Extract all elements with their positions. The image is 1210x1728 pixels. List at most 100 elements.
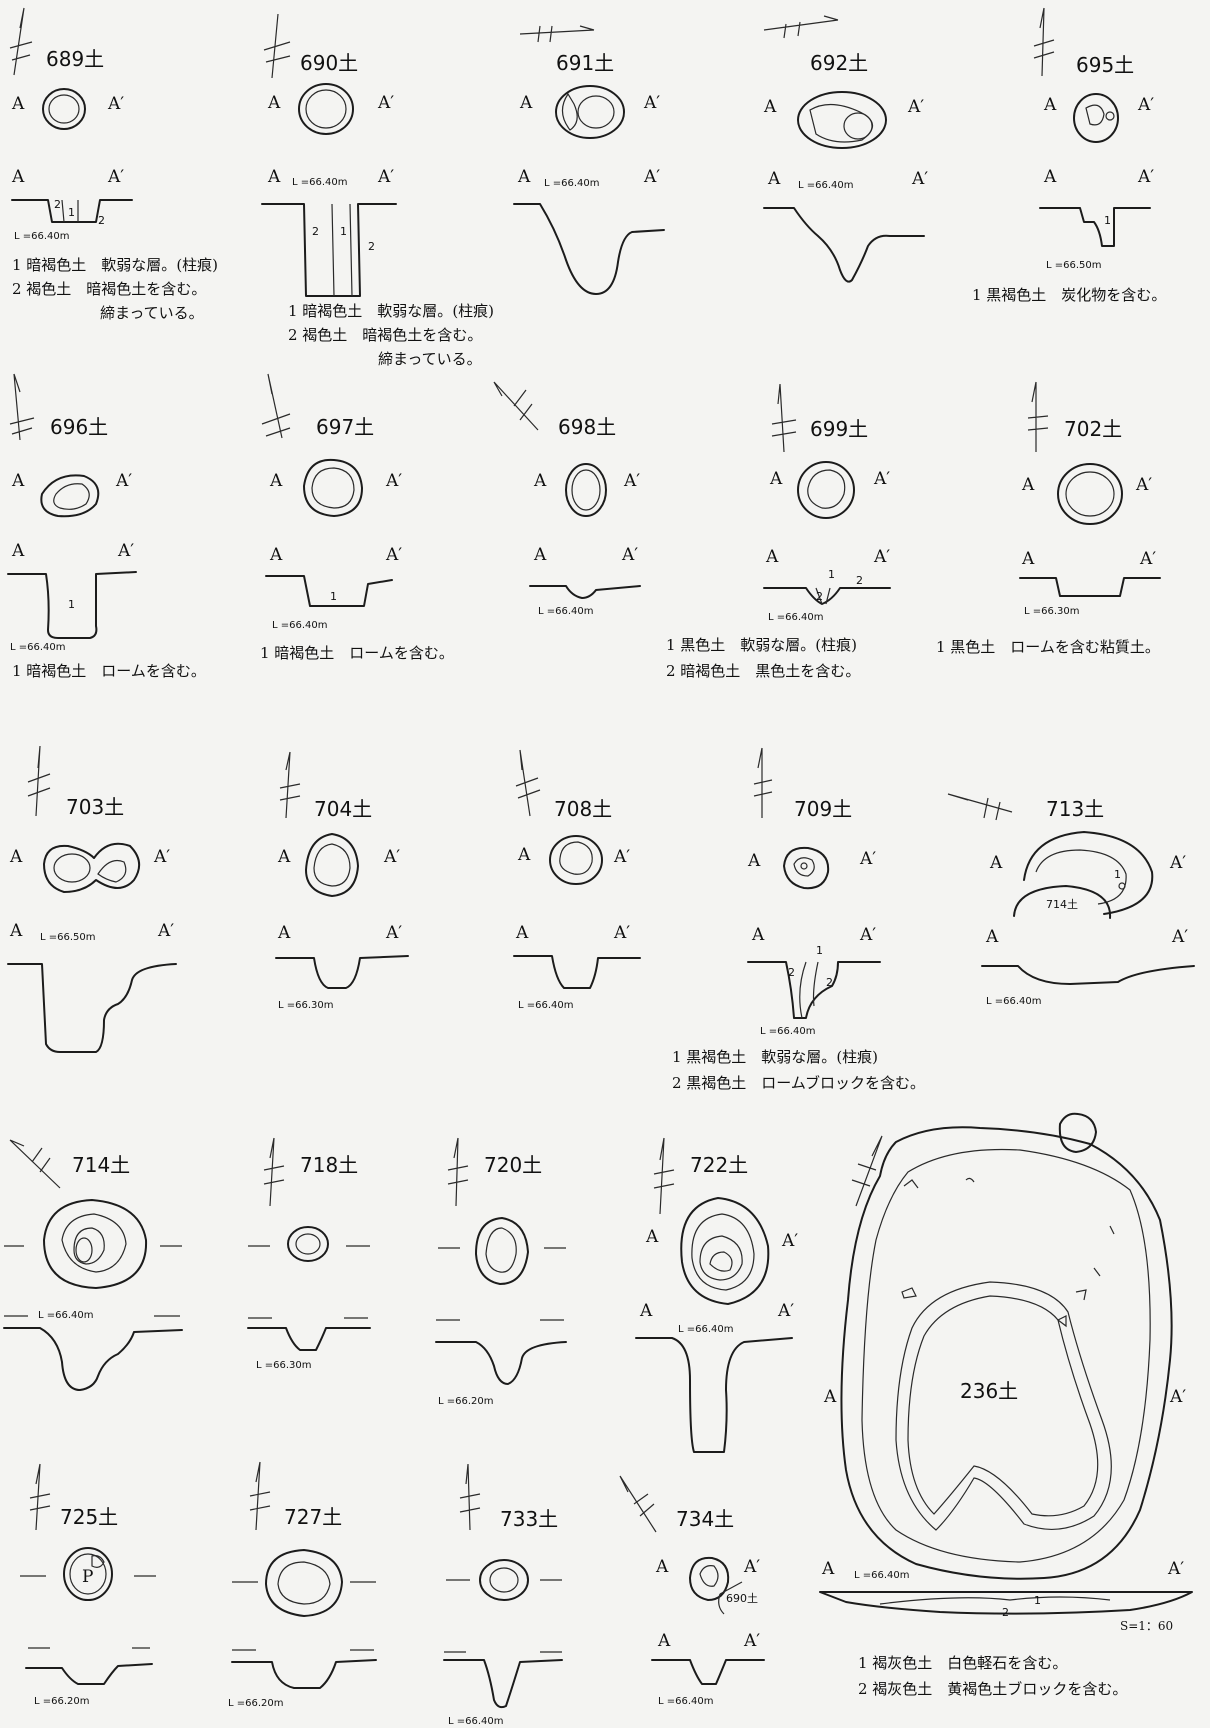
north-arrow xyxy=(263,13,291,79)
pit-title: 702土 xyxy=(1064,417,1122,441)
pit-outline xyxy=(303,458,363,517)
section-profile xyxy=(981,965,1195,985)
section-label-a: A xyxy=(9,921,23,941)
layer-label: 1 xyxy=(828,568,835,581)
level-label: L =66.40m xyxy=(448,1716,504,1727)
north-arrow xyxy=(9,373,35,441)
level-label: L =66.20m xyxy=(228,1698,284,1709)
section-label-a-prime: A′ xyxy=(1137,167,1154,187)
label-a: A xyxy=(989,853,1003,873)
pit-outline xyxy=(797,461,855,519)
pit-floor xyxy=(1065,471,1115,517)
level-label: L =66.30m xyxy=(256,1360,312,1371)
layer-label: 1 xyxy=(68,206,75,219)
section-profile xyxy=(513,203,665,295)
level-label: L =66.40m xyxy=(798,180,854,191)
pit-floor xyxy=(699,1565,719,1587)
north-arrow xyxy=(619,1475,657,1533)
pit-708: 708土 A A′ A A′ L =66.40m xyxy=(513,749,641,1011)
layer-note: 1 黒色土 軟弱な層。(柱痕) xyxy=(666,636,857,654)
layer-note: 1 暗褐色土 軟弱な層。(柱痕) xyxy=(12,256,218,274)
label-a-prime: A′ xyxy=(859,849,876,869)
pit-outline xyxy=(689,1556,730,1601)
pit-outline xyxy=(43,842,141,893)
pit-title: 696土 xyxy=(50,415,108,439)
pit-floor xyxy=(895,1281,1112,1531)
section-label-a: A xyxy=(277,923,291,943)
pit-outline xyxy=(42,88,86,130)
pit-713: 713土 A A′ 714土 1 A A′ L =66.40m xyxy=(947,793,1195,1007)
section-profile xyxy=(261,203,397,297)
section-profile xyxy=(3,1327,183,1391)
pit-691: 691土 A A′ A L =66.40m A′ xyxy=(513,25,665,295)
section-profile xyxy=(513,955,641,989)
label-a: A xyxy=(519,93,533,113)
level-label: L =66.40m xyxy=(272,620,328,631)
level-label: L =66.40m xyxy=(538,606,594,617)
label-a-prime: A′ xyxy=(383,847,400,867)
pit-floor xyxy=(277,1561,331,1605)
layer-note: 2 褐灰色土 黄褐色土ブロックを含む。 xyxy=(858,1680,1127,1698)
layer-note: 締まっている。 xyxy=(100,304,204,322)
label-a: A xyxy=(645,1227,659,1247)
pit-title: 713土 xyxy=(1046,797,1104,821)
layer-label: 1 xyxy=(1114,868,1121,881)
pit-title: 727土 xyxy=(284,1505,342,1529)
pit-690: 690土 A A′ A L =66.40m A′ 1 2 2 1 暗褐色土 軟弱… xyxy=(261,13,494,368)
label-a: A xyxy=(1021,475,1035,495)
pit-title: 733土 xyxy=(500,1507,558,1531)
pit-692: 692土 A A′ A L =66.40m A′ xyxy=(763,15,928,283)
layer-label: 2 xyxy=(856,574,863,587)
north-arrow xyxy=(653,1137,675,1215)
north-arrow xyxy=(29,1463,51,1531)
pit-733: 733土 L =66.40m xyxy=(443,1463,563,1727)
pit-floor xyxy=(709,1251,733,1272)
label-a-prime: A′ xyxy=(377,93,394,113)
section-label-a: A xyxy=(1021,549,1035,569)
pit-title: 690土 xyxy=(300,51,358,75)
section-profile xyxy=(529,585,641,599)
pit-title: 722土 xyxy=(690,1153,748,1177)
layer-label: 1 xyxy=(68,598,75,611)
layer-label: 2 xyxy=(312,225,319,238)
pit-714: 714土 L =66.40m xyxy=(3,1139,183,1391)
north-arrow xyxy=(9,7,33,76)
section-label-a-prime: A′ xyxy=(743,1631,760,1651)
label-a: A xyxy=(1043,95,1057,115)
pit-outline xyxy=(1073,93,1119,143)
level-label: L =66.40m xyxy=(38,1310,94,1321)
section-label-a-prime: A′ xyxy=(1139,549,1156,569)
pit-floor xyxy=(577,95,615,129)
section-profile xyxy=(11,199,133,223)
level-label: L =66.40m xyxy=(10,642,66,653)
section-label-a-prime: A′ xyxy=(385,545,402,565)
layer-label: 2 xyxy=(826,976,833,989)
section-profile xyxy=(651,1659,765,1685)
label-a: A xyxy=(9,847,23,867)
level-label: L =66.40m xyxy=(292,177,348,188)
label-a-prime: A′ xyxy=(385,471,402,491)
layer-note: 2 暗褐色土 黒色土を含む。 xyxy=(666,662,860,680)
section-profile xyxy=(763,207,925,283)
pit-floor xyxy=(311,467,355,509)
pit-696: 696土 A A′ A A′ 1 L =66.40m 1 暗褐色土 ロームを含む… xyxy=(7,373,206,680)
layer-note: 1 黒褐色土 軟弱な層。(柱痕) xyxy=(672,1048,878,1066)
label-a-prime: A′ xyxy=(743,1557,760,1577)
pit-outline xyxy=(298,83,354,135)
level-label: L =66.40m xyxy=(678,1324,734,1335)
pit-floor xyxy=(313,843,351,887)
label-a: A xyxy=(269,471,283,491)
north-arrow xyxy=(947,793,1013,821)
pit-outline xyxy=(549,835,603,885)
layer-note: 1 黒色土 ロームを含む粘質土。 xyxy=(936,638,1160,656)
pit-outline xyxy=(565,463,607,517)
pit-title: 691土 xyxy=(556,51,614,75)
section-label-a: A xyxy=(11,167,25,187)
section-profile xyxy=(247,1327,371,1351)
level-label: L =66.20m xyxy=(438,1396,494,1407)
section-label-a-prime: A′ xyxy=(107,167,124,187)
label-a: A xyxy=(763,97,777,117)
north-arrow xyxy=(9,1139,61,1189)
pit-title: 703土 xyxy=(66,795,124,819)
pit-697: 697土 A A′ A A′ 1 L =66.40m 1 暗褐色土 ロームを含む… xyxy=(260,373,454,662)
